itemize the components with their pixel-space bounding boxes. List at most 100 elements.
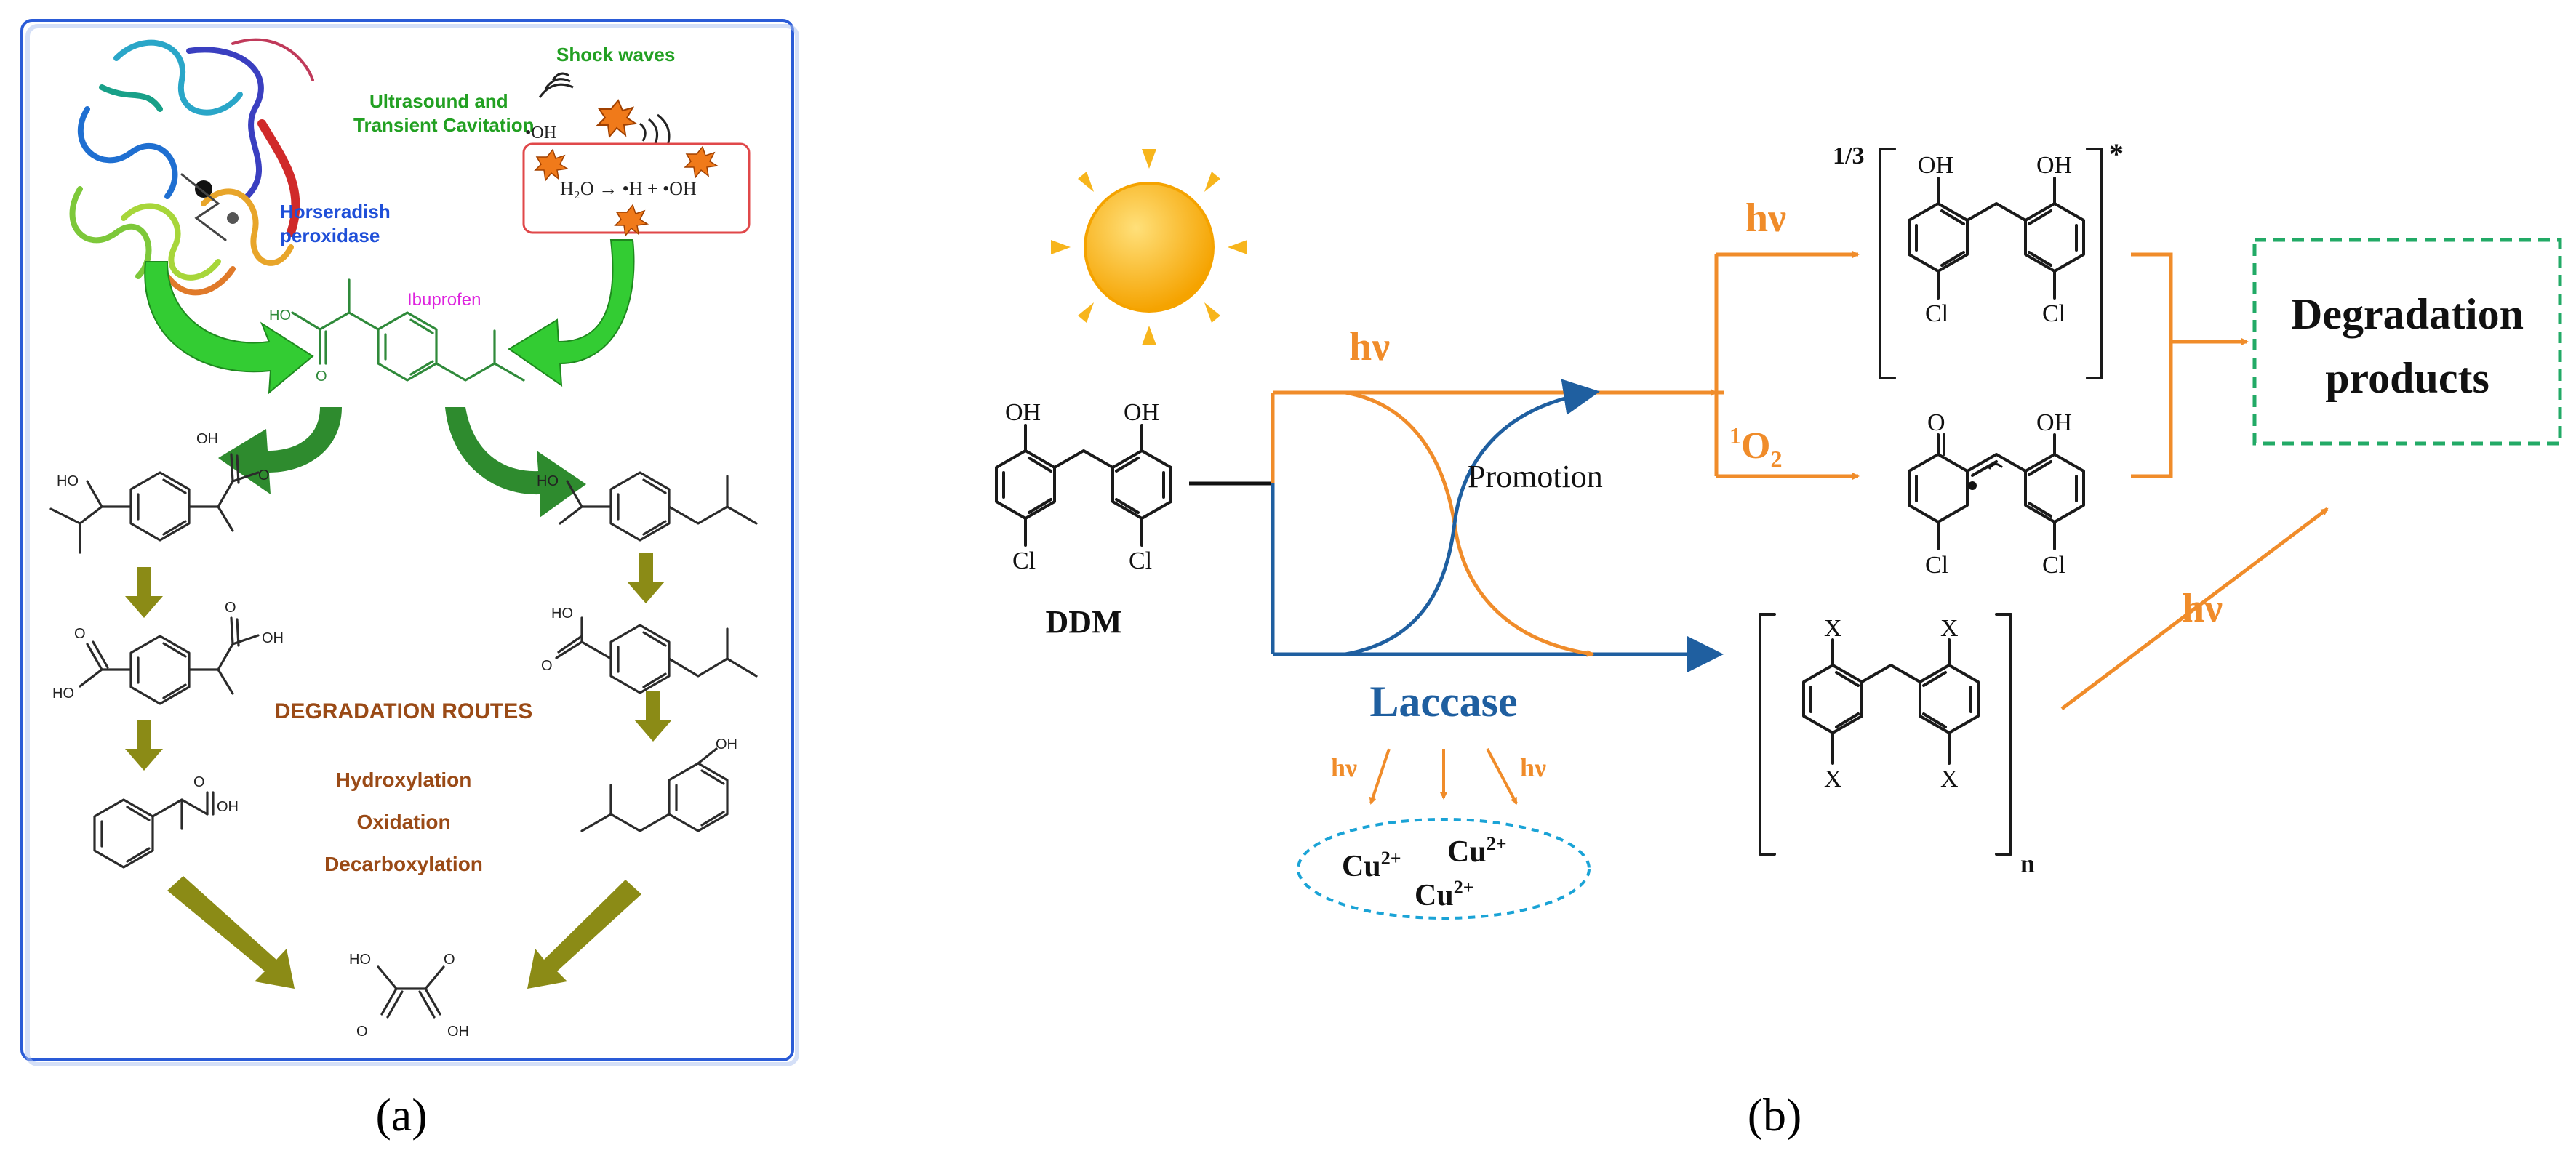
enzyme-attack-arrow [144,261,314,395]
ibuprofen-structure [291,278,525,382]
polymer-x-top-right: X [1940,615,1959,642]
products-merge-bracket [2131,252,2173,478]
ddm-cl-right: Cl [1129,547,1152,574]
protein-structure-icon [69,38,314,296]
oxidized-cl-left: Cl [1925,552,1948,579]
oxalic-o-right: O [356,1024,368,1040]
left-intermediate-3-oh: OH [217,799,239,815]
polymer-x-bottom-left: X [1824,766,1842,792]
copper-ion-2: Cu2+ [1447,833,1507,869]
polymer-to-products-arrow [2060,507,2329,710]
right-intermediate-2-o: O [541,658,553,674]
left-olive-arrow-2 [125,720,163,771]
oxalic-oh: OH [447,1024,469,1040]
right-intermediate-1-ho: HO [537,473,559,489]
right-intermediate-2-ho: HO [551,606,573,622]
sun-icon [1051,149,1247,345]
copper-hv-left: hν [1331,753,1357,782]
left-intermediate-1-oh: OH [196,431,218,447]
left-intermediate-2-o: O [74,626,86,642]
right-route-arrow [445,407,586,518]
routes-title: DEGRADATION ROUTES [275,699,532,723]
oxidized-oh: OH [2036,409,2072,436]
oxalic-acid-structure [377,965,445,1019]
enzyme-label-line2: peroxidase [280,225,380,246]
copper-arrow-left [1369,748,1391,805]
ibuprofen-label: Ibuprofen [407,290,481,310]
products-label-line2: products [2325,354,2489,402]
panel-a-frame [20,19,794,1061]
photolysis-hv-label: hν [1349,324,1390,369]
right-intermediate-3-oh: OH [716,736,737,752]
right-intermediate-3 [580,747,729,832]
ddm-label: DDM [1045,604,1121,640]
left-olive-arrow-1 [125,567,163,618]
route-hydroxylation: Hydroxylation [336,768,472,791]
ibuprofen-o: O [316,369,327,385]
copper-ion-3: Cu2+ [1415,877,1474,912]
left-intermediate-2-oh: OH [262,630,284,646]
right-olive-arrow-1 [627,553,665,603]
enzyme-label-line1: Horseradish [280,201,391,222]
triplet-oh-left: OH [1918,152,1953,179]
degradation-products-box [2252,238,2562,446]
left-intermediate-3-o: O [193,774,205,790]
copper-arrow-right [1486,748,1518,805]
copper-hv-right: hν [1520,753,1546,782]
singlet-oxygen-label: 1O2 [1729,422,1782,472]
copper-ion-1: Cu2+ [1342,848,1401,883]
right-olive-arrow-2 [634,691,672,742]
oxidized-cl-right: Cl [2042,552,2065,579]
promotion-curve-orange [1345,390,1594,657]
polymer-x-top-left: X [1824,615,1842,642]
panel-a-caption: (a) [375,1089,427,1141]
triplet-cl-right: Cl [2042,300,2065,327]
oxidized-o: O [1927,409,1945,436]
triplet-cl-left: Cl [1925,300,1948,327]
oxalic-o-left: O [444,952,455,968]
laccase-label: Laccase [1369,678,1517,726]
ddm-oh-right: OH [1124,399,1159,426]
promotion-curve-blue [1345,379,1600,656]
left-intermediate-2-o2: O [225,600,236,616]
polymer-n-subscript: n [2020,849,2035,878]
promotion-label: Promotion [1468,459,1603,494]
left-final-arrow [167,876,295,989]
left-intermediate-2-ho: HO [52,686,74,702]
route-decarboxylation: Decarboxylation [324,853,483,875]
polymer-product-structure [1759,613,2012,856]
left-intermediate-2 [79,616,260,705]
triplet-excited-mark: * [2109,137,2124,170]
cavitation-burst-icon [596,99,638,139]
left-intermediate-1 [49,453,260,554]
route-oxidation: Oxidation [356,811,450,833]
radical-equation: H₂O → •H + •OH [560,178,697,199]
triplet-hv-label: hν [1745,196,1786,241]
panel-a: Horseradish peroxidase Shock waves Ultra… [20,19,799,1141]
shock-waves-label: Shock waves [556,44,675,65]
copper-ellipse [1297,818,1591,920]
left-route-arrow [218,407,342,494]
ddm-structure [995,424,1172,547]
triplet-oh-right: OH [2036,152,2072,179]
triplet-product-structure [1879,148,2103,379]
ultrasound-attack-arrow [508,239,635,387]
burst-icons [534,145,719,237]
ddm-oh-left: OH [1005,399,1041,426]
ultrasound-label-line2: Transient Cavitation [353,114,535,136]
panel-b-caption: (b) [1748,1089,1802,1141]
ibuprofen-ho: HO [269,308,291,324]
polymer-hv-label: hν [2182,586,2223,631]
left-intermediate-1-ho: HO [57,473,79,489]
left-intermediate-1-o: O [258,467,270,483]
hydroxyl-radical-label: •OH [525,124,556,142]
right-intermediate-2 [555,616,758,694]
right-final-arrow [527,880,641,989]
right-intermediate-1 [559,471,758,542]
polymer-x-bottom-right: X [1940,766,1959,792]
ddm-cl-left: Cl [1012,547,1036,574]
triplet-fraction: 1/3 [1833,142,1864,169]
left-intermediate-3 [93,791,215,869]
products-label-line1: Degradation [2291,290,2524,338]
